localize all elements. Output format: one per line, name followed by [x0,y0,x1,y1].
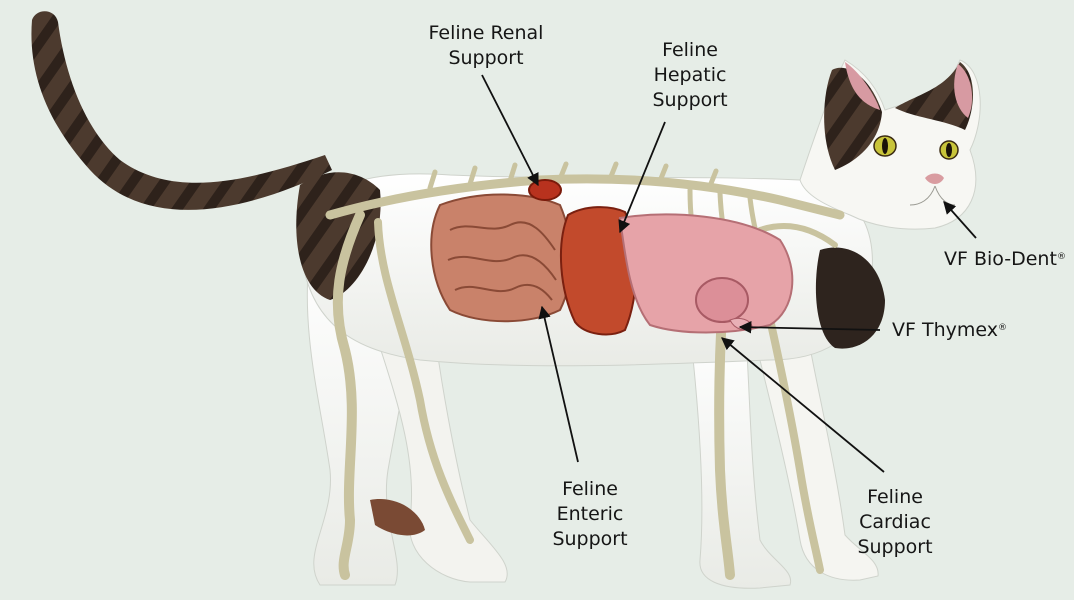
label-vf-thymex: VF Thymex® [892,318,1022,343]
label-line: Support [625,88,755,113]
cat-head [800,60,980,229]
label-line: Feline [625,38,755,63]
arrow-renal [482,75,538,185]
registered-mark: ® [1057,252,1066,262]
label-line: Support [835,535,955,560]
label-feline-cardiac-support: Feline Cardiac Support [835,485,955,560]
label-feline-enteric-support: Feline Enteric Support [530,477,650,552]
registered-mark: ® [998,323,1007,333]
label-line: Feline Renal [413,21,559,46]
label-line: Feline [530,477,650,502]
label-vf-bio-dent: VF Bio-Dent® [944,247,1072,272]
label-feline-hepatic-support: Feline Hepatic Support [625,38,755,113]
label-text: VF Bio-Dent [944,248,1057,270]
tail [31,11,332,210]
label-line: Enteric [530,502,650,527]
label-line: Cardiac [835,510,955,535]
label-line: Hepatic [625,63,755,88]
label-feline-renal-support: Feline Renal Support [413,21,559,71]
heart [696,278,748,322]
label-line: Feline [835,485,955,510]
label-line: Support [530,527,650,552]
label-line: Support [413,46,559,71]
kidney [529,180,561,200]
label-text: VF Thymex [892,319,998,341]
